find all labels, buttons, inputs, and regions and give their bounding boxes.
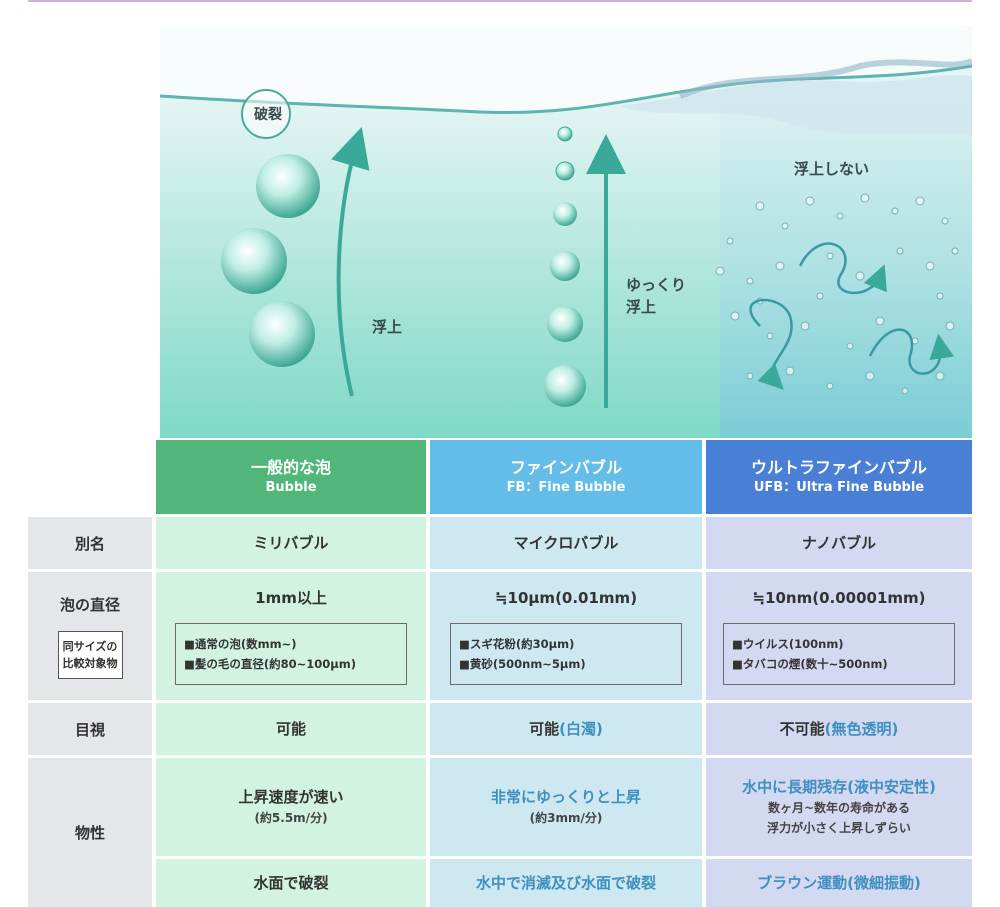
brownian-motion-paths (749, 242, 955, 390)
rise-label: 浮上 (372, 318, 403, 336)
property-fine: 非常にゆっくりと上昇 (約3mm/分) (430, 758, 702, 856)
burst-bubble (241, 89, 291, 139)
alias-ultra: ナノバブル (801, 534, 877, 552)
alias-fine: マイクロバブル (513, 534, 619, 552)
visibility-fine: 可能(白濁) (529, 720, 603, 738)
burst-behavior-fine: 水中で消滅及び水面で破裂 (475, 874, 656, 892)
visibility-ultra: 不可能(無色透明) (779, 720, 899, 738)
diameter-fine: ≒10μm(0.01mm) ■スギ花粉(約30μm) ■黄砂(500nm~5μm… (430, 572, 702, 700)
row-header-visibility: 目視 (28, 703, 152, 755)
column-header-ultra-fine-bubble: ウルトラファインバブル UFB：Ultra Fine Bubble (706, 440, 972, 514)
large-bubble (221, 228, 287, 294)
row-header-alias: 別名 (28, 517, 152, 569)
visibility-bubble: 可能 (275, 720, 306, 738)
burst-label: 破裂 (254, 107, 282, 123)
ultra-fine-bubbles (715, 193, 959, 395)
example-box: ■スギ花粉(約30μm) ■黄砂(500nm~5μm) (450, 623, 682, 685)
large-bubble (256, 154, 320, 218)
alias-bubble: ミリバブル (253, 534, 329, 552)
example-box: ■ウイルス(100nm) ■タバコの煙(数十~500nm) (723, 623, 955, 685)
no-rise-label: 浮上しない (794, 160, 870, 178)
row-header-diameter: 泡の直径 同サイズの 比較対象物 (28, 572, 152, 700)
wave-crest (160, 64, 972, 114)
column-header-fine-bubble: ファインバブル FB：Fine Bubble (430, 440, 702, 514)
bubble-illustration: 破裂 浮上 ゆっくり 浮上 浮上しない (160, 26, 972, 438)
burst-behavior-ultra: ブラウン運動(微細振動) (757, 874, 921, 892)
water-surface (160, 26, 972, 113)
diameter-bubble: 1mm以上 ■通常の泡(数mm~) ■髪の毛の直径(約80~100μm) (156, 572, 426, 700)
compare-label: 同サイズの 比較対象物 (57, 630, 123, 679)
comparison-table: 一般的な泡 Bubble ファインバブル FB：Fine Bubble ウルトラ… (28, 440, 972, 907)
property-bubble: 上昇速度が速い (約5.5m/分) (156, 758, 426, 856)
burst-behavior-bubble: 水面で破裂 (253, 874, 329, 892)
large-bubble (249, 301, 315, 367)
slow-rise-label: ゆっくり 浮上 (626, 276, 687, 316)
illustration-graphics (160, 26, 972, 408)
example-box: ■通常の泡(数mm~) ■髪の毛の直径(約80~100μm) (175, 623, 407, 685)
diameter-ultra: ≒10nm(0.00001mm) ■ウイルス(100nm) ■タバコの煙(数十~… (706, 572, 972, 700)
property-ultra: 水中に長期残存(液中安定性) 数ヶ月~数年の寿命がある 浮力が小さく上昇しずらい (706, 758, 972, 856)
column-header-bubble: 一般的な泡 Bubble (156, 440, 426, 514)
corner-cell (28, 440, 152, 514)
rise-arrow (331, 126, 370, 397)
top-divider (28, 0, 972, 2)
row-header-properties: 物性 (28, 758, 152, 907)
